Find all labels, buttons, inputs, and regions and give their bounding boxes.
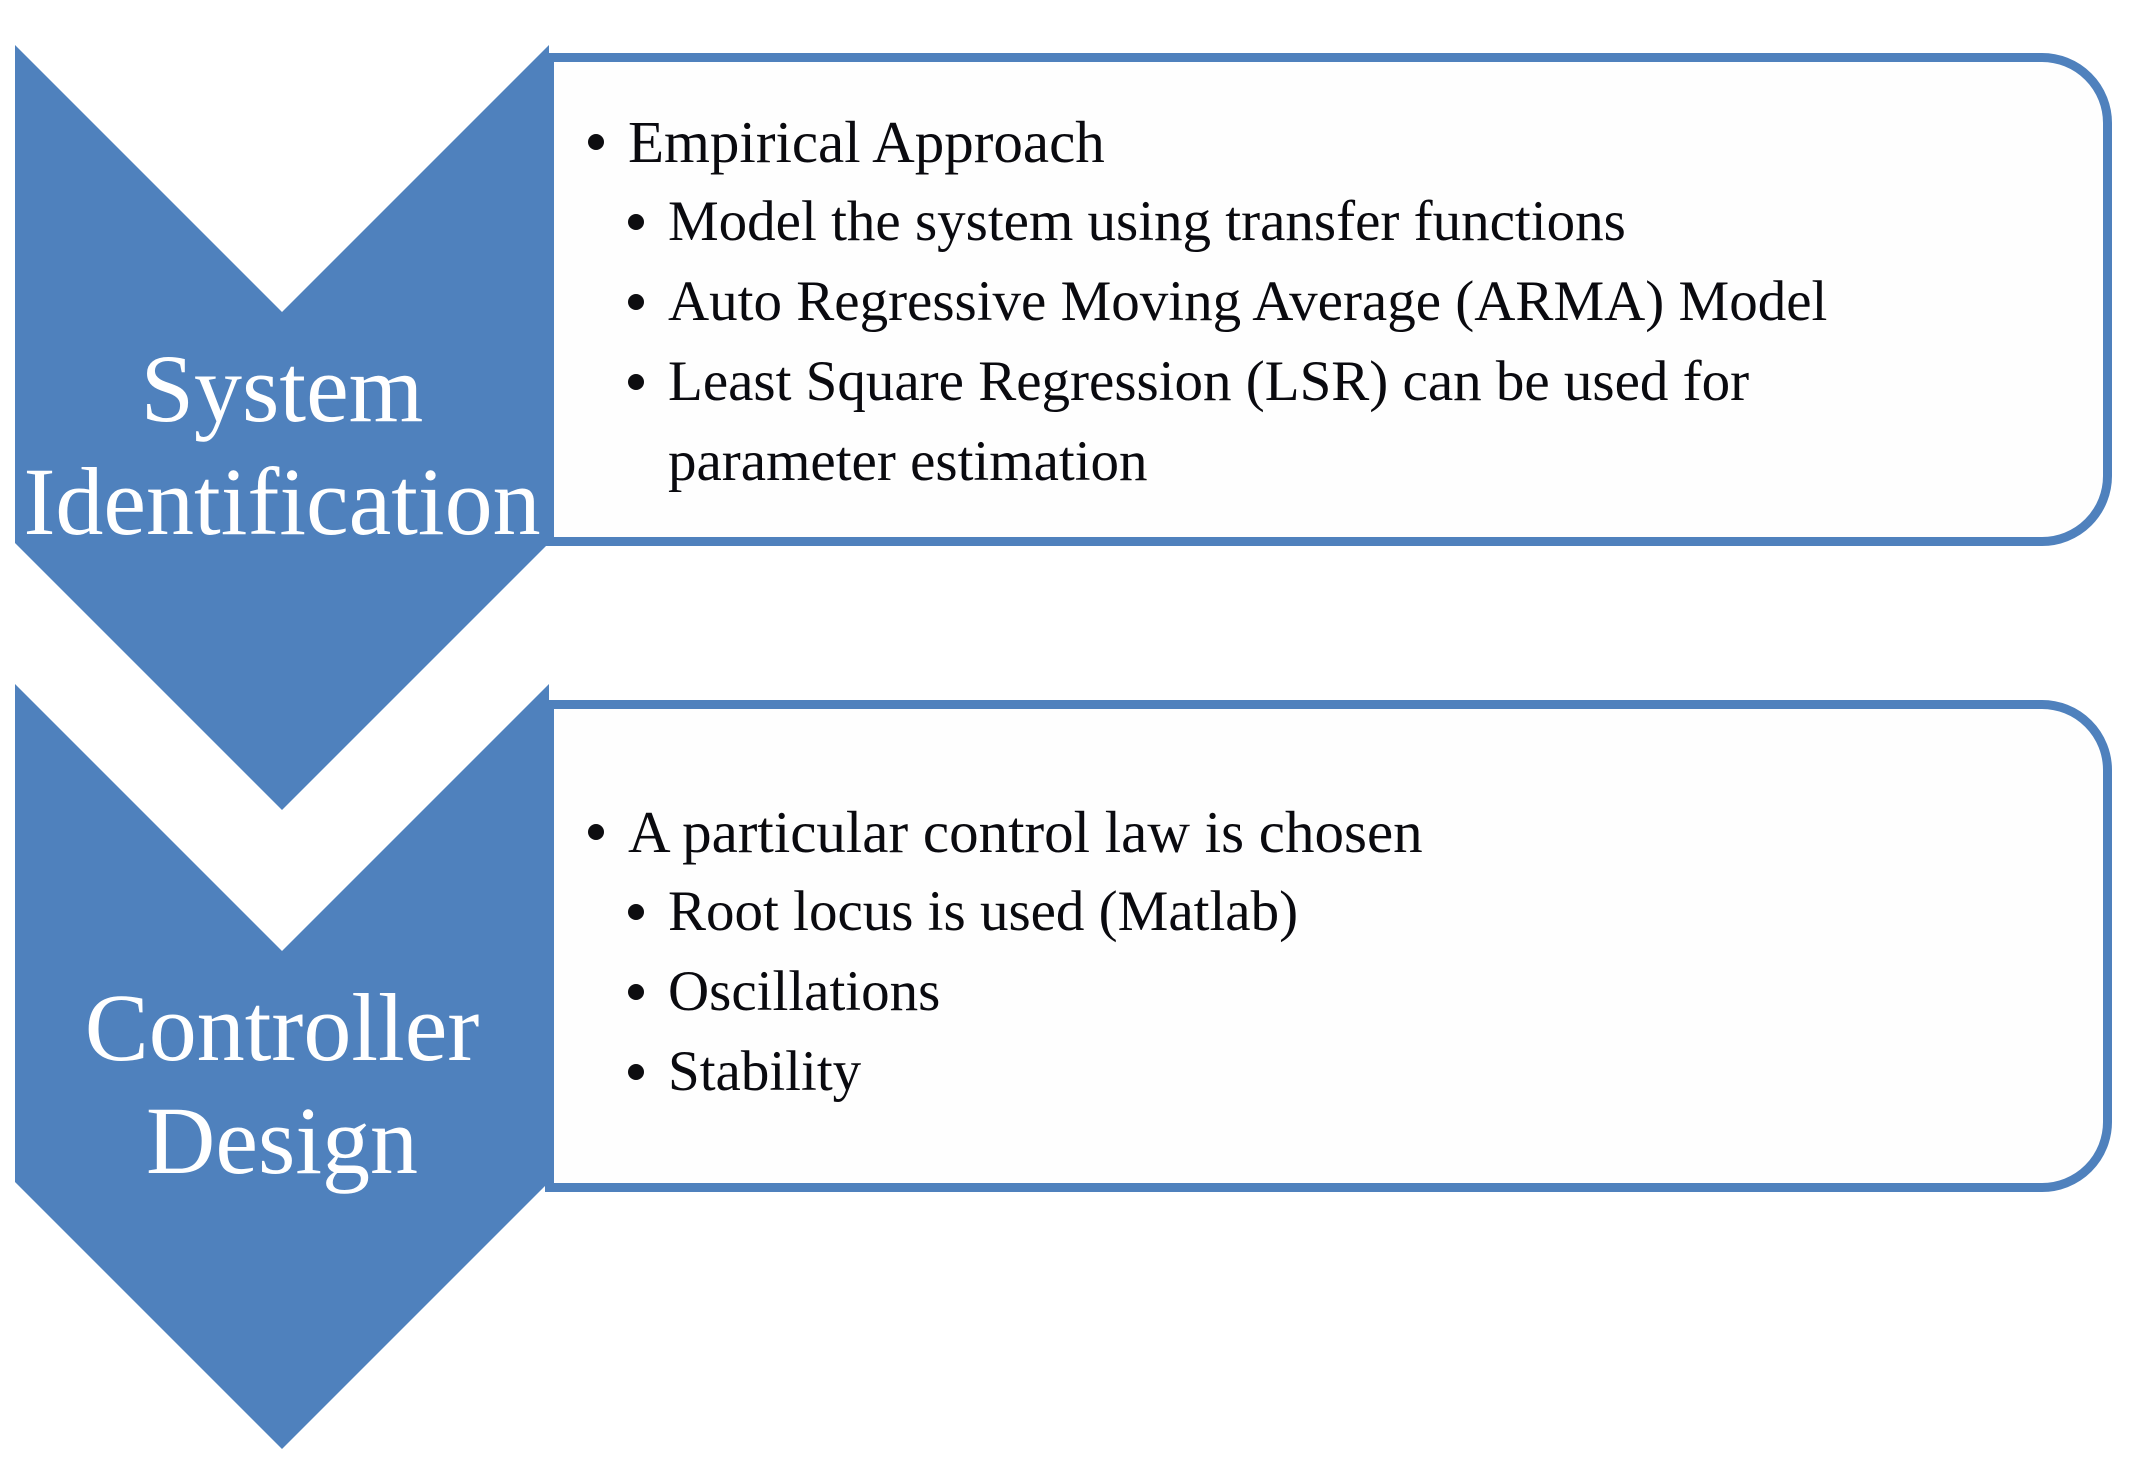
bullet-item: Model the system using transfer function… [628, 182, 2073, 262]
bullet-item: Stability [628, 1032, 2073, 1112]
step-1-content-box: Empirical Approach Model the system usin… [545, 53, 2112, 546]
bullet-item: A particular control law is chosen [588, 792, 2073, 872]
bullet-text: Oscillations [668, 960, 941, 1023]
bullet-item: Root locus is used (Matlab) [628, 872, 2073, 952]
bullet-item: Least Square Regression (LSR) can be use… [628, 342, 2073, 502]
bullet-text: Least Square Regression (LSR) can be use… [668, 350, 1750, 413]
bullet-icon [628, 1064, 644, 1080]
bullet-text: Model the system using transfer function… [668, 190, 1626, 253]
bullet-icon [628, 214, 644, 230]
bullet-icon [628, 294, 644, 310]
bullet-text: A particular control law is chosen [628, 799, 1423, 865]
bullet-icon [588, 824, 604, 840]
step-1-label-line: System [140, 334, 424, 442]
step-1-label-line: Identification [23, 448, 541, 555]
bullet-icon [588, 134, 604, 150]
step-2-label-line: Controller [84, 973, 480, 1081]
bullet-icon [628, 904, 644, 920]
bullet-item: Oscillations [628, 952, 2073, 1032]
step-1-label: System Identification [0, 315, 564, 575]
step-2-bullet-list: A particular control law is chosen Root … [554, 709, 2103, 1112]
step-2-content-box: A particular control law is chosen Root … [545, 700, 2112, 1192]
bullet-text-continuation: parameter estimation [668, 430, 1148, 493]
bullet-icon [628, 984, 644, 1000]
bullet-item: Auto Regressive Moving Average (ARMA) Mo… [628, 262, 2073, 342]
bullet-text: Root locus is used (Matlab) [668, 880, 1299, 943]
bullet-text: Stability [668, 1040, 862, 1103]
bullet-item: Empirical Approach [588, 102, 2073, 182]
step-2-label: Controller Design [0, 954, 564, 1214]
bullet-text: Auto Regressive Moving Average (ARMA) Mo… [668, 270, 1828, 333]
step-1-bullet-list: Empirical Approach Model the system usin… [554, 62, 2103, 502]
bullet-text: Empirical Approach [628, 109, 1105, 175]
bullet-icon [628, 374, 644, 390]
step-2-label-line: Design [146, 1087, 418, 1194]
